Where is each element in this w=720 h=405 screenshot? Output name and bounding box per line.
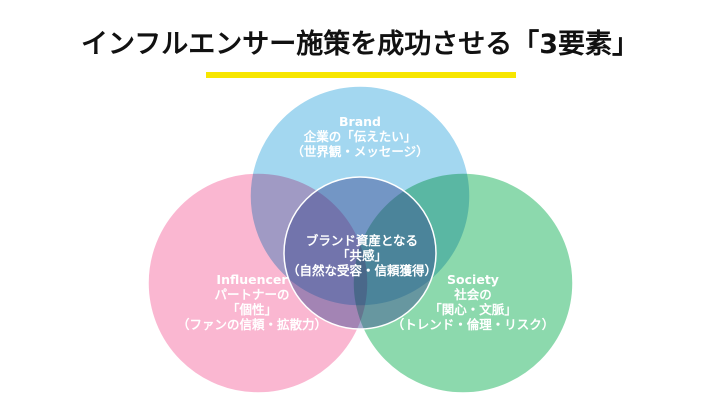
center-circle [283,176,437,330]
influencer-line1: パートナーの [214,287,290,302]
brand-line1: 企業の「伝えたい」 [303,129,417,144]
society-line3: （トレンド・倫理・リスク） [391,317,555,332]
center-label: ブランド資産となる 「共感」 （自然な受容・信頼獲得） [287,233,437,278]
influencer-line3: （ファンの信頼・拡散力） [176,317,328,332]
influencer-label: Influencer パートナーの 「個性」 （ファンの信頼・拡散力） [177,272,327,332]
society-line2: 「関心・文脈」 [429,302,517,317]
society-label: Society 社会の 「関心・文脈」 （トレンド・倫理・リスク） [392,272,555,332]
brand-line2: （世界観・メッセージ） [291,144,429,159]
society-line1: 社会の [454,287,492,302]
society-circle [352,172,574,394]
center-line2: 「共感」 [336,248,388,263]
society-name: Society [447,272,499,287]
title-underline [206,72,516,78]
center-line3: （自然な受容・信頼獲得） [286,263,438,278]
influencer-line2: 「個性」 [226,302,278,317]
brand-label: Brand 企業の「伝えたい」 （世界観・メッセージ） [291,114,428,159]
influencer-name: Influencer [216,272,288,287]
page-title: インフルエンサー施策を成功させる「3要素」 [81,29,639,60]
brand-name: Brand [339,114,381,129]
center-line1: ブランド資産となる [305,233,419,248]
